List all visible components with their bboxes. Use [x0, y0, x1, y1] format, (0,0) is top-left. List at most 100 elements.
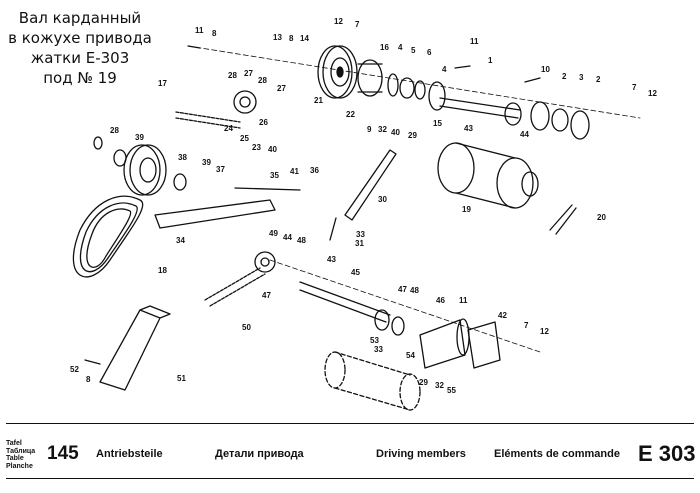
part-label: 30	[378, 195, 387, 204]
chain-50	[204, 267, 266, 307]
shaft-35	[234, 187, 301, 191]
part-label: 53	[370, 336, 379, 345]
part-label: 22	[346, 110, 355, 119]
part-label: 49	[269, 229, 278, 238]
part-label: 47	[398, 285, 407, 294]
bracket-51	[99, 305, 171, 391]
part-label: 45	[351, 268, 360, 277]
cylinder-54	[324, 351, 421, 411]
part-label: 12	[540, 327, 549, 336]
shaft-45	[299, 281, 391, 323]
chain-17	[175, 111, 241, 129]
tube-46	[419, 318, 470, 369]
part-label: 7	[524, 321, 529, 330]
part-label: 33	[356, 230, 365, 239]
part-label: 17	[158, 79, 167, 88]
pulley-38	[123, 144, 167, 196]
part-label: 2	[562, 72, 567, 81]
part-label: 28	[258, 76, 267, 85]
part-label: 14	[300, 34, 309, 43]
part-label: 41	[290, 167, 299, 176]
part-label: 34	[176, 236, 185, 245]
part-label: 39	[202, 158, 211, 167]
part-label: 2	[596, 75, 601, 84]
part-label: 47	[262, 291, 271, 300]
part-label: 11	[459, 296, 468, 305]
part-label: 48	[410, 286, 419, 295]
bearing-3	[551, 108, 569, 132]
part-label: 16	[380, 43, 389, 52]
exploded-parts-drawing: 11 8 12 7 13 8 14 16 4 5 6 11 1 4 10 2 3…	[70, 17, 657, 411]
part-label: 29	[408, 131, 417, 140]
part-label: 44	[283, 233, 292, 242]
bracket-34	[154, 199, 276, 229]
part-label: 43	[327, 255, 336, 264]
part-label: 54	[406, 351, 415, 360]
title-french: Eléments de commande	[494, 448, 620, 460]
ring-28	[93, 136, 103, 150]
part-label: 29	[419, 378, 428, 387]
part-label: 11	[470, 37, 479, 46]
part-label: 35	[270, 171, 279, 180]
belt-18	[72, 195, 144, 278]
part-label: 46	[436, 296, 445, 305]
part-label: 39	[135, 133, 144, 142]
ring-48	[391, 316, 405, 336]
part-label: 52	[70, 365, 79, 374]
part-label: 11	[195, 26, 204, 35]
part-label: 15	[433, 119, 442, 128]
title-german: Antriebsteile	[96, 448, 163, 460]
arm-30	[344, 149, 397, 221]
part-label: 27	[277, 84, 286, 93]
plate-number: 145	[47, 443, 79, 464]
bolt-52	[84, 359, 101, 365]
part-label: 28	[110, 126, 119, 135]
part-label: 7	[355, 20, 360, 29]
part-label: 10	[541, 65, 550, 74]
part-label: 55	[447, 386, 456, 395]
part-label: 5	[411, 46, 416, 55]
stud-31	[329, 217, 337, 241]
washer-2	[530, 101, 550, 131]
ring-6	[414, 80, 426, 100]
part-label: 26	[259, 118, 268, 127]
part-label: 20	[597, 213, 606, 222]
part-labels: 11 8 12 7 13 8 14 16 4 5 6 11 1 4 10 2 3…	[70, 17, 657, 395]
series-code: E 303	[638, 441, 696, 466]
part-label: 48	[297, 236, 306, 245]
part-label: 36	[310, 166, 319, 175]
part-label: 50	[242, 323, 251, 332]
sprocket-49	[254, 251, 276, 273]
caption-line: Вал карданный	[18, 9, 142, 27]
part-label: 8	[86, 375, 91, 384]
part-label: 38	[178, 153, 187, 162]
part-label: 31	[355, 239, 364, 248]
hub-16	[357, 59, 383, 97]
plate-label-lines: Tafel Таблица Table Planche	[6, 440, 35, 470]
part-label: 32	[378, 125, 387, 134]
bearing-5	[399, 77, 415, 99]
upper-shaft	[439, 97, 521, 119]
part-label: 19	[462, 205, 471, 214]
upper-axis-line	[187, 45, 641, 119]
sprocket-24	[233, 90, 257, 114]
caption-line: в кожухе привода	[8, 29, 152, 47]
lower-axis-line	[269, 259, 541, 353]
pin-20	[549, 204, 577, 235]
part-label: 21	[314, 96, 323, 105]
part-label: 13	[273, 33, 282, 42]
bolt-11	[187, 45, 201, 49]
ring-47	[374, 309, 390, 331]
title-english: Driving members	[376, 448, 466, 460]
part-label: 51	[177, 374, 186, 383]
caption-block: Вал карданный в кожухе привода жатки Е-3…	[0, 8, 160, 88]
part-label: 23	[252, 143, 261, 152]
flange-4	[387, 73, 399, 97]
pulley-21	[317, 45, 358, 99]
ring-39	[113, 149, 127, 167]
part-label: 1	[488, 56, 493, 65]
part-label: 12	[334, 17, 343, 26]
title-russian: Детали привода	[215, 448, 304, 460]
caption-line: под № 19	[43, 69, 117, 87]
part-label: 44	[520, 130, 529, 139]
